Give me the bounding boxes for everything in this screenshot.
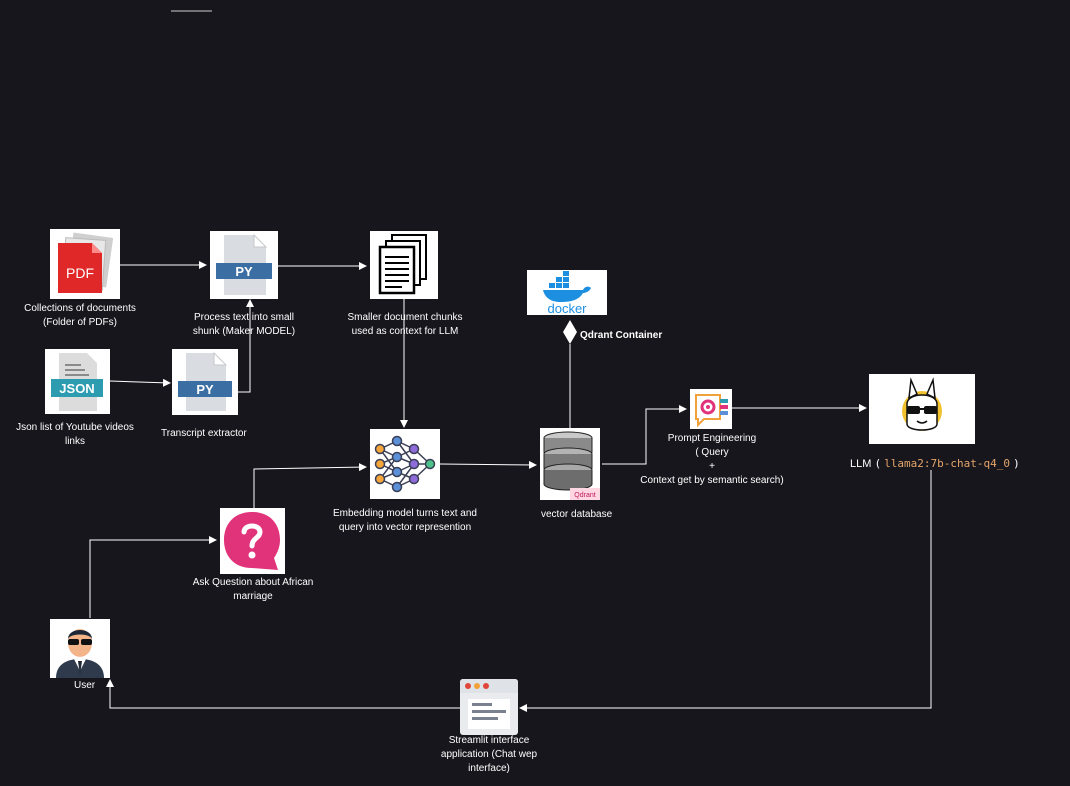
transcript-python-icon: PY — [172, 349, 238, 415]
edge-vectordb-to-prompt — [602, 405, 687, 465]
composition-diamond — [563, 320, 577, 344]
python-file-icon: PY — [210, 231, 278, 299]
pdf-icon-text: PDF — [66, 265, 94, 281]
question-label-line-1: Ask Question about African — [192, 577, 314, 588]
json-icon-text: JSON — [59, 381, 94, 396]
pdfs-label-line-2: (Folder of PDFs) — [43, 317, 117, 328]
prompt-label: Prompt Engineering ( Query + Context get… — [632, 432, 792, 488]
qdrant-container-label: Qdrant Container — [580, 330, 663, 341]
question-label: Ask Question about African marriage — [178, 576, 328, 604]
json-file-icon: JSON — [45, 349, 110, 414]
pdfs-label-line-1: Collections of documents — [24, 303, 136, 314]
streamlit-label: Streamlit interface application (Chat we… — [419, 734, 559, 776]
documents-icon — [370, 231, 438, 299]
streamlit-label-line-1: Streamlit interface — [448, 735, 530, 746]
question-icon — [220, 508, 285, 574]
pdf-files-icon: PDF — [50, 229, 120, 299]
llm-label: LLM ( llama2:7b-chat-q4_0 ) — [850, 457, 1020, 471]
pdfs-label: Collections of documents (Folder of PDFs… — [10, 302, 150, 330]
user-label: User — [74, 680, 96, 691]
llm-prefix: LLM — [850, 458, 872, 470]
prompt-label-line-4: Context get by semantic search) — [640, 475, 784, 486]
neural-network-icon — [370, 429, 440, 499]
llm-open-paren: ( — [874, 457, 882, 470]
vector-db-label: vector database — [541, 509, 613, 520]
json-label-line-1: Json list of Youtube videos — [16, 422, 134, 433]
embedding-label: Embedding model turns text and query int… — [325, 507, 485, 535]
docker-icon-text: docker — [547, 301, 587, 315]
embedding-label-line-2: query into vector represention — [338, 522, 472, 533]
edges — [89, 261, 932, 712]
llama-icon — [869, 374, 975, 444]
streamlit-label-line-3: interface) — [468, 763, 510, 774]
maker-label-line-1: Process text into small — [193, 312, 295, 323]
edge-streamlit-to-user — [106, 679, 460, 709]
docker-icon: docker — [527, 270, 607, 315]
llm-close-paren: ) — [1013, 457, 1020, 470]
llm-model-name: llama2:7b-chat-q4_0 — [884, 457, 1010, 470]
browser-window-icon — [460, 679, 518, 735]
question-label-line-2: marriage — [233, 591, 273, 602]
prompt-label-line-1: Prompt Engineering — [667, 433, 757, 444]
transcript-label: Transcript extractor — [161, 428, 247, 439]
chunks-label-line-1: Smaller document chunks — [347, 312, 463, 323]
embedding-label-line-1: Embedding model turns text and — [333, 508, 477, 519]
transcript-icon-text: PY — [196, 382, 214, 397]
json-label: Json list of Youtube videos links — [5, 421, 145, 449]
edge-question-to-embedding — [253, 463, 367, 508]
prompt-label-line-2: ( Query — [695, 447, 729, 458]
chunks-label-line-2: used as context for LLM — [351, 326, 459, 337]
edge-transcript-to-maker — [238, 299, 254, 393]
chunks-label: Smaller document chunks used as context … — [335, 311, 475, 339]
edge-embedding-to-vectordb — [439, 460, 537, 469]
json-label-line-2: links — [64, 436, 85, 447]
streamlit-label-line-2: application (Chat wep — [440, 749, 538, 760]
database-icon: Qdrant — [540, 428, 600, 500]
maker-icon-text: PY — [235, 264, 253, 279]
edge-llm-to-streamlit — [519, 470, 932, 712]
user-avatar-icon — [50, 619, 110, 678]
maker-label: Process text into small shunk (Maker MOD… — [174, 311, 314, 339]
maker-label-line-2: shunk (Maker MODEL) — [192, 326, 296, 337]
prompt-engineering-icon — [690, 389, 732, 429]
prompt-label-line-3: + — [709, 461, 715, 472]
edge-json-to-transcript — [109, 378, 171, 387]
qdrant-badge-text: Qdrant — [574, 492, 595, 499]
edge-user-to-question — [89, 536, 217, 618]
